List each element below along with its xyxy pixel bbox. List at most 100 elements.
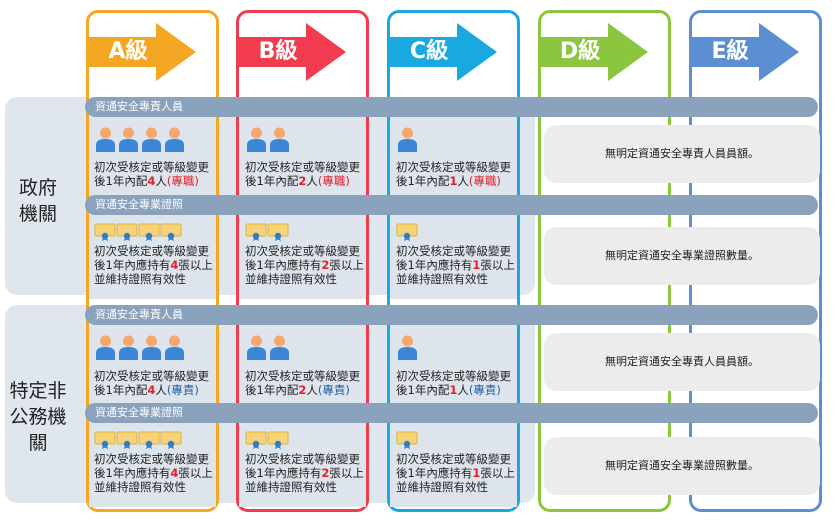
person-icon — [246, 126, 267, 152]
nongov-row-label: 特定非 公務機 關 — [0, 378, 76, 456]
req-count: 1 — [472, 258, 481, 272]
certificate-icon — [160, 223, 182, 241]
req-kind: (專責) — [317, 383, 350, 397]
certificate-icon — [245, 223, 267, 241]
grade-b-arrow-icon — [236, 23, 346, 81]
req-count: 4 — [170, 466, 179, 480]
req-count: 4 — [170, 258, 179, 272]
grade-d-label: D級 — [559, 39, 601, 64]
gov-cert-req-a: 初次受核定或等級變更後1年內應持有4張以上並維持證照有效性 — [94, 244, 218, 286]
nongov-staff-icons-a — [95, 334, 185, 360]
de-cert-note-gov: 無明定資通安全專業證照數量。 — [544, 227, 820, 285]
req-kind: (專職) — [317, 174, 350, 188]
req-count: 1 — [472, 466, 481, 480]
nongov-staff-band-title: 資通安全專責人員 — [95, 308, 183, 321]
req-count: 4 — [147, 383, 156, 397]
certificate-icon — [267, 223, 289, 241]
req-text: 初次受核定或等級變更後1年內配 — [396, 369, 511, 397]
person-icon — [141, 126, 162, 152]
certificate-icon — [94, 223, 116, 241]
nongov-staff-req-b: 初次受核定或等級變更後1年內配2人(專責) — [245, 369, 369, 397]
grade-a-arrow-icon — [86, 23, 196, 81]
gov-row-label-line1: 政府 — [18, 177, 57, 199]
nongov-staff-icons-c — [397, 334, 418, 360]
req-text: 初次受核定或等級變更後1年內應持有 — [94, 452, 209, 480]
gov-staff-icons-c — [397, 126, 418, 152]
gov-cert-icons-c — [396, 223, 418, 241]
req-count: 2 — [298, 174, 307, 188]
gov-staff-icons-b — [246, 126, 290, 152]
nongov-cert-req-a: 初次受核定或等級變更後1年內應持有4張以上並維持證照有效性 — [94, 452, 218, 494]
req-count: 2 — [321, 466, 330, 480]
req-unit: 人 — [457, 383, 469, 397]
req-kind: (專職) — [468, 174, 501, 188]
grade-a-label: A級 — [108, 39, 148, 64]
req-text: 初次受核定或等級變更後1年內配 — [94, 369, 209, 397]
req-unit: 人 — [457, 174, 469, 188]
req-text: 初次受核定或等級變更後1年內應持有 — [245, 244, 360, 272]
person-icon — [118, 334, 139, 360]
req-text-post: 張以上並維持證照有效性 — [245, 466, 364, 494]
de-staff-note-gov: 無明定資通安全專責人員員額。 — [544, 125, 820, 183]
req-kind: (專責) — [166, 383, 199, 397]
certificate-icon — [138, 223, 160, 241]
person-icon — [95, 334, 116, 360]
grade-e-arrow-icon — [689, 23, 799, 81]
req-text-post: 張以上並維持證照有效性 — [245, 258, 364, 286]
req-count: 1 — [449, 174, 458, 188]
grade-b-label: B級 — [258, 39, 298, 64]
gov-cert-band — [85, 195, 818, 215]
req-unit: 人 — [306, 174, 318, 188]
req-text: 初次受核定或等級變更後1年內配 — [94, 160, 209, 188]
gov-staff-band-title: 資通安全專責人員 — [95, 100, 183, 113]
gov-cert-band-title: 資通安全專業證照 — [95, 198, 183, 211]
nongov-cert-icons-b — [245, 431, 289, 449]
person-icon — [397, 334, 418, 360]
person-icon — [118, 126, 139, 152]
nongov-cert-icons-a — [94, 431, 182, 449]
req-unit: 人 — [306, 383, 318, 397]
certificate-icon — [396, 223, 418, 241]
de-staff-note-nongov: 無明定資通安全專責人員員額。 — [544, 333, 820, 391]
req-text-post: 張以上並維持證照有效性 — [396, 258, 515, 286]
person-icon — [397, 126, 418, 152]
nongov-staff-band — [85, 305, 818, 325]
gov-cert-icons-b — [245, 223, 289, 241]
req-text-post: 張以上並維持證照有效性 — [396, 466, 515, 494]
certificate-icon — [267, 431, 289, 449]
nongov-cert-band — [85, 403, 818, 423]
grade-c-label: C級 — [409, 39, 449, 64]
nongov-staff-req-c: 初次受核定或等級變更後1年內配1人(專責) — [396, 369, 520, 397]
req-text: 初次受核定或等級變更後1年內應持有 — [245, 452, 360, 480]
gov-row-label-line2: 機關 — [18, 203, 57, 225]
req-text: 初次受核定或等級變更後1年內應持有 — [396, 244, 511, 272]
req-text: 初次受核定或等級變更後1年內配 — [396, 160, 511, 188]
req-count: 4 — [147, 174, 156, 188]
person-icon — [95, 126, 116, 152]
gov-staff-req-b: 初次受核定或等級變更後1年內配2人(專職) — [245, 160, 369, 188]
person-icon — [164, 334, 185, 360]
req-text: 初次受核定或等級變更後1年內配 — [245, 369, 360, 397]
gov-staff-band — [85, 97, 818, 117]
nongov-cert-req-c: 初次受核定或等級變更後1年內應持有1張以上並維持證照有效性 — [396, 452, 520, 494]
certificate-icon — [138, 431, 160, 449]
de-cert-note-nongov: 無明定資通安全專業證照數量。 — [544, 437, 820, 495]
nongov-cert-icons-c — [396, 431, 418, 449]
req-count: 1 — [449, 383, 458, 397]
certificate-icon — [396, 431, 418, 449]
nongov-row-label-line1: 特定非 — [9, 380, 67, 402]
req-unit: 人 — [155, 383, 167, 397]
gov-staff-icons-a — [95, 126, 185, 152]
grade-c-arrow-icon — [387, 23, 497, 81]
req-text: 初次受核定或等級變更後1年內應持有 — [396, 452, 511, 480]
req-text-post: 張以上並維持證照有效性 — [94, 466, 213, 494]
req-count: 2 — [321, 258, 330, 272]
req-text: 初次受核定或等級變更後1年內配 — [245, 160, 360, 188]
person-icon — [269, 126, 290, 152]
person-icon — [269, 334, 290, 360]
req-text-post: 張以上並維持證照有效性 — [94, 258, 213, 286]
nongov-row-label-line3: 關 — [28, 432, 48, 454]
req-kind: (專職) — [166, 174, 199, 188]
certificate-icon — [245, 431, 267, 449]
nongov-cert-band-title: 資通安全專業證照 — [95, 406, 183, 419]
